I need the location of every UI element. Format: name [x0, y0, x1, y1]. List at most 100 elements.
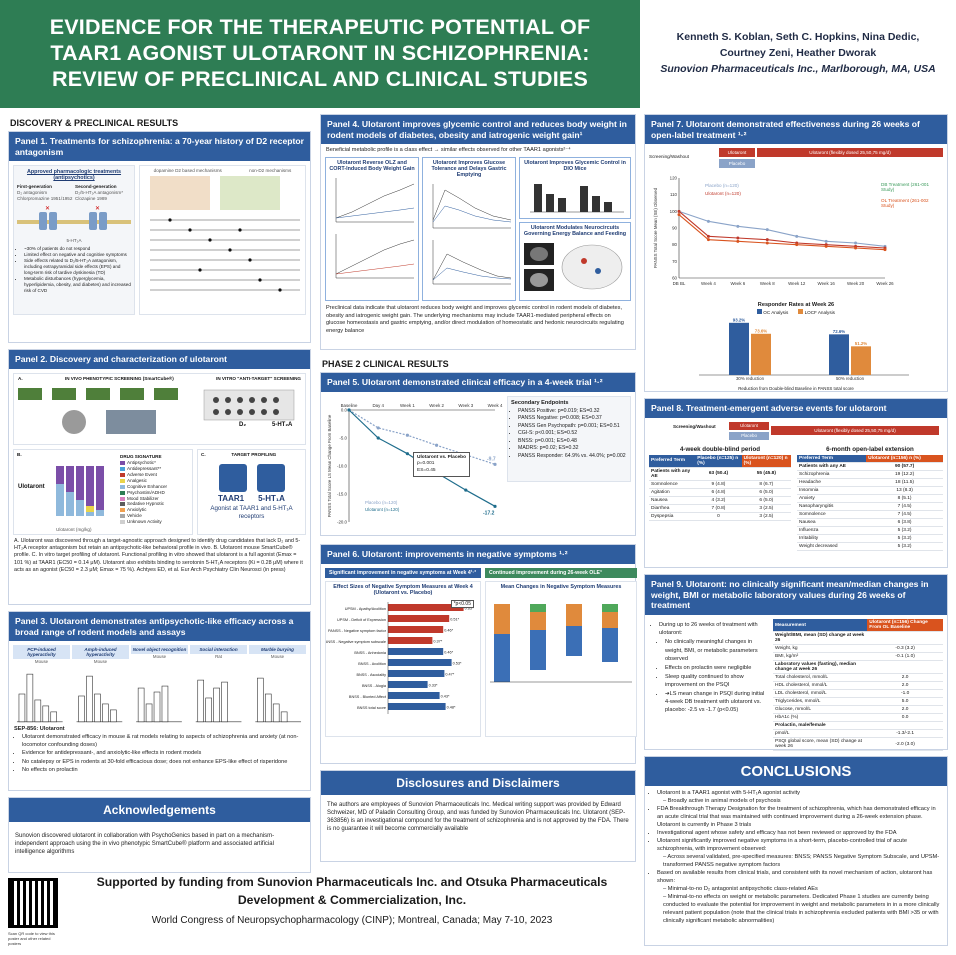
x-tick-label: Week 3 [458, 403, 473, 408]
es-value: 0.46* [444, 650, 453, 654]
assay-tag-label: Novel object recognition [131, 645, 188, 655]
p7-responder-legend: OC Analysis LOCF Analysis [649, 309, 943, 315]
es-value: 0.46* [444, 628, 453, 632]
table-row: Laboratory values (fasting), median chan… [773, 660, 943, 675]
signature-label: Analgesic [127, 477, 147, 483]
poster-header: EVIDENCE FOR THE THERAPEUTIC POTENTIAL O… [0, 0, 956, 108]
resp-category: 50% reduction [836, 376, 865, 381]
y-tick-label: 0.0 [341, 407, 348, 412]
es-label: BNSS - Anhedonia [354, 651, 387, 655]
panel-3-assay-charts [9, 664, 310, 726]
legend-placebo: Placebo (n=120) [365, 500, 398, 505]
receptor-label: 5-HT₂A [66, 238, 82, 244]
table-cell: 6 (5.0) [741, 488, 791, 497]
es-bar [388, 658, 452, 666]
signature-legend-item: Adverse Event [120, 472, 192, 478]
x-tick-label: Week 26 [876, 281, 894, 286]
x-tick-label: Week 16 [818, 281, 836, 286]
p6-left: Significant improvement in negative symp… [325, 567, 481, 737]
chart-label-non-d2: non-D2 mechanisms [249, 168, 292, 174]
data-point [883, 248, 887, 252]
panel-2: Panel 2. Discovery and characterization … [8, 349, 311, 605]
p8-flexible-tag: Ulotaront (flexibly dosed 25,50,75 mg/d) [771, 425, 939, 435]
conclusion-item: Ulotaront is a TAAR1 agonist with 5-HT₁A… [657, 790, 941, 798]
svg-text:✕: ✕ [95, 206, 100, 212]
p4-dio-chart [530, 184, 624, 213]
panel-9-title: Panel 9. Ulotaront: no clinically signif… [645, 575, 947, 616]
es-value: 0.43* [441, 694, 450, 698]
signature-swatch [120, 514, 125, 519]
panel-5-title: Panel 5. Ulotaront demonstrated clinical… [321, 373, 635, 392]
p7-screening: Screening/Washout [649, 154, 689, 160]
treatment-box-title: Approved pharmacologic treatments (antip… [26, 169, 122, 182]
table-cell: Agitation [649, 488, 696, 497]
signature-legend-item: Analgesic [120, 478, 192, 484]
table-cell: Anxiety [797, 494, 867, 503]
assay-species: Mouse [93, 659, 108, 665]
p4-box4-title: Ulotaront Modulates Neurocircuits Govern… [523, 225, 627, 238]
stacked-signature-bars [56, 465, 104, 516]
p6-p-label: *p<0.05 [450, 599, 474, 608]
table-cell: 5.0 [867, 697, 943, 707]
p4-box1-title: Ulotaront Reverse OLZ and CORT-Induced B… [329, 160, 415, 173]
series-line-0 [678, 211, 886, 248]
table-cell: Irritability [797, 534, 867, 543]
y-tick-label: 60 [672, 276, 677, 281]
data-point [464, 488, 468, 492]
es-value: 0.47* [445, 672, 454, 676]
p4-box2-title: Ulotaront Improves Glucose Tolerance and… [431, 160, 507, 179]
table-cell: LDL cholesterol, mmol/L [773, 689, 868, 699]
es-bar [388, 669, 445, 677]
table-cell: Triglycerides, mmol/L [773, 697, 868, 707]
p4-box-glucose-tolerance: Ulotaront Improves Glucose Tolerance and… [422, 157, 516, 302]
p6-mean-title: Mean Changes in Negative Symptom Measure… [500, 583, 622, 590]
p3-compound: SEP-856: Ulotaront [14, 726, 65, 733]
es-value: 0.33* [429, 683, 438, 687]
table-cell: Somnolence [649, 480, 696, 489]
secondary-endpoint: CGI-S: p<0.001; ES=0.52 [518, 430, 627, 438]
data-point [824, 245, 828, 249]
p1-bullet: Side effects related to D₂/5-HT₂A antago… [24, 258, 131, 276]
table-cell: 7 (4.5) [866, 510, 943, 519]
p4-box3-title: Ulotaront Improves Glycemic Control in D… [524, 160, 626, 173]
es-bar [388, 691, 440, 699]
table-cell: Weight decreased [797, 542, 867, 551]
data-point [736, 240, 740, 244]
p9-bullet: No clinically meaningful changes in weig… [665, 638, 767, 662]
y-axis-label: PANSS Total Score Mean (SE) Observed [653, 188, 658, 269]
table-cell: Prolactin, male/female [773, 721, 868, 731]
screening-pipeline-graphic [18, 387, 295, 434]
column-middle: Panel 4. Ulotaront improves glycemic con… [320, 114, 637, 862]
es-label: BNSS - Blunted Affect [349, 695, 387, 699]
table-cell: 18 (11.5) [866, 478, 943, 487]
table-cell: 3 (2.5) [741, 512, 791, 521]
p2-label-b: B. [17, 451, 22, 457]
table-cell: -1.3/-2.1 [867, 729, 943, 739]
table-row: pmol/L-1.3/-2.1 [773, 729, 943, 739]
table-cell: 13 (8.3) [866, 486, 943, 495]
qr-caption: Scan QR code to view this poster and oth… [8, 931, 55, 946]
table-cell: Weight/BMI, mean (SD) change at week 26 [773, 631, 868, 646]
signature-legend-item: Vehicle [120, 513, 192, 519]
qr-code-icon[interactable] [8, 878, 58, 928]
table-cell: 0.0 [867, 713, 943, 723]
y-tick-label: 120 [670, 176, 678, 181]
p8-right: 6-month open-label extension Preferred T… [797, 444, 943, 551]
x-tick-label: Week 2 [429, 403, 444, 408]
signature-swatch [120, 466, 125, 471]
series-line-0 [348, 409, 496, 465]
table-cell: Total cholesterol, mmol/L [773, 673, 868, 683]
signature-legend-item: Sedative Hypnotic [120, 501, 192, 507]
table-row: BMI, kg/m²-0.1 (1.0) [773, 652, 943, 662]
data-point [376, 436, 380, 440]
es-value: 0.51* [450, 617, 459, 621]
d2-antagonism: D₂ antagonism [17, 190, 48, 196]
signature-legend-item: Mood Stabilizer [120, 496, 192, 502]
